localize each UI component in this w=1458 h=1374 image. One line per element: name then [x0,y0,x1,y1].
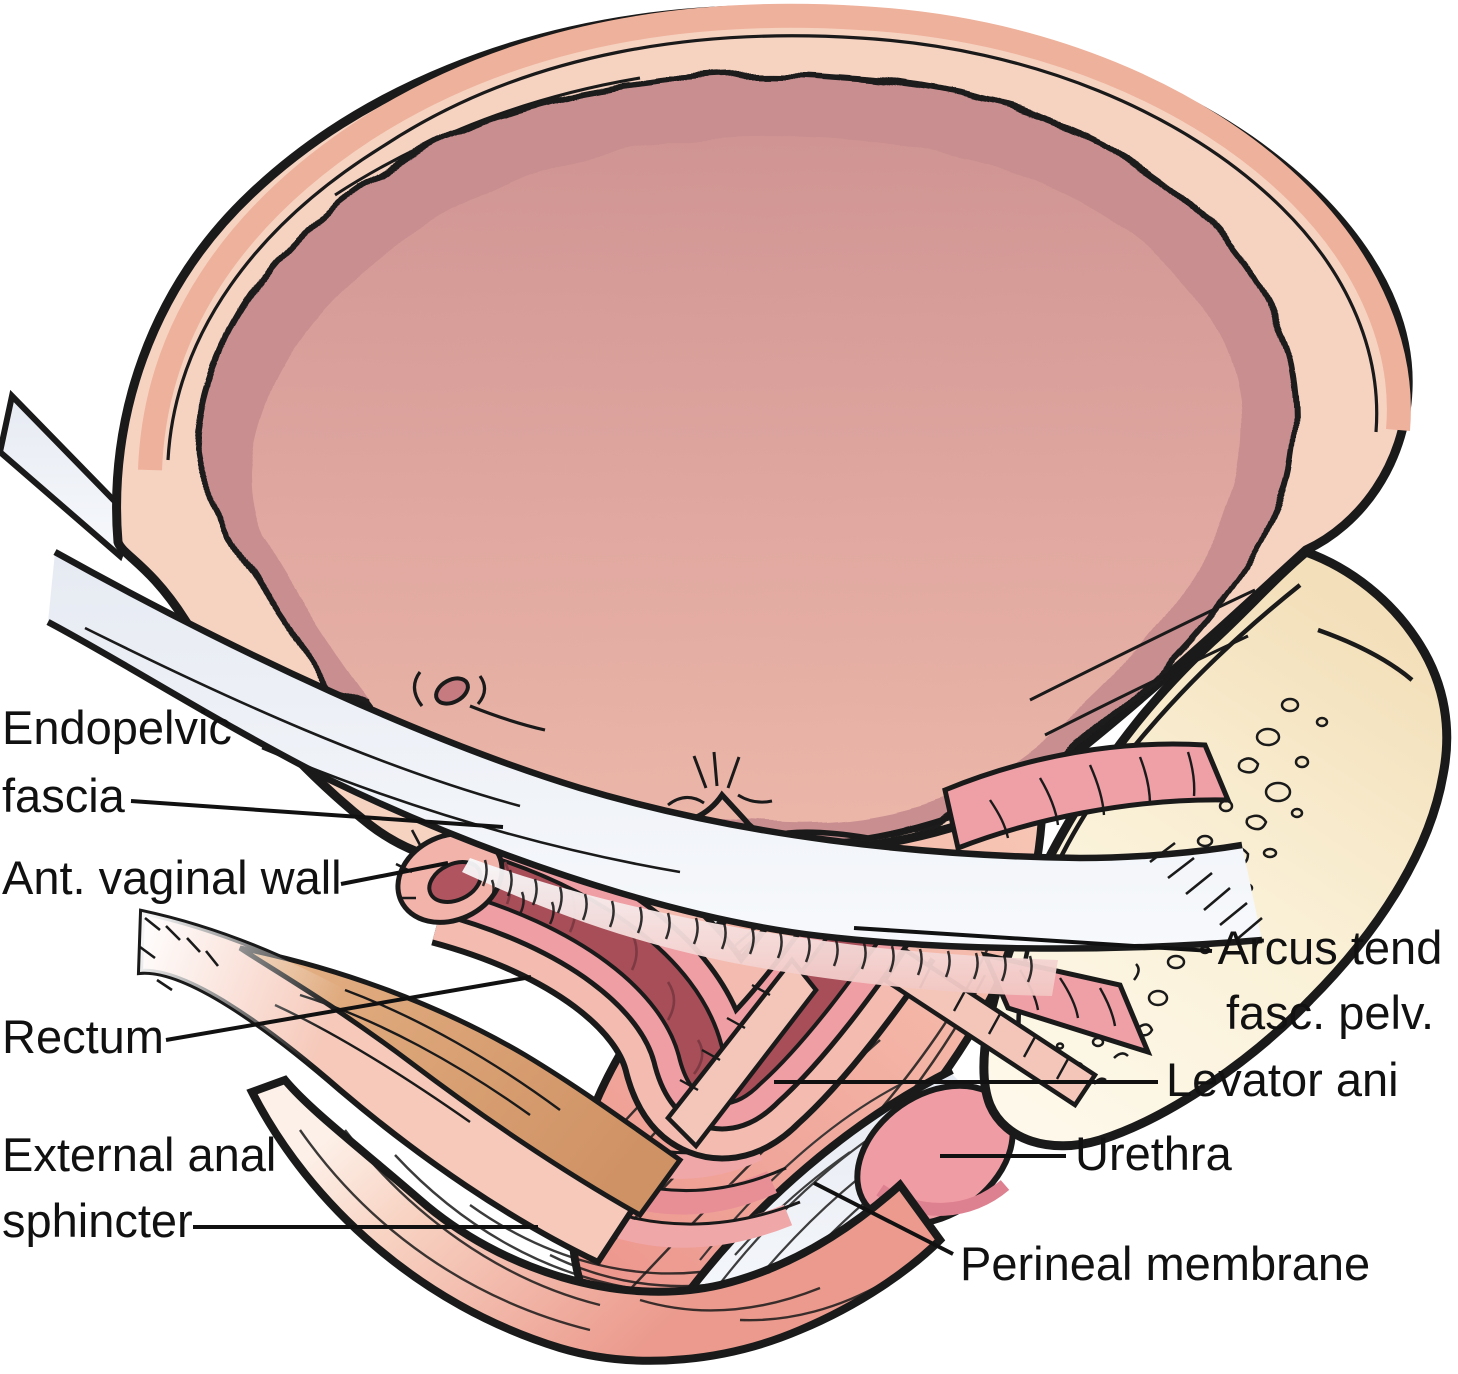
label-perineal-membrane: Perineal membrane [960,1231,1370,1297]
label-line: Urethra [1075,1127,1232,1180]
arcus-attachment-ticks [1149,841,1263,941]
bladder [112,3,1413,871]
label-line: Rectum [2,1010,164,1063]
label-line: External anal [2,1128,277,1181]
label-arcus-tend-fasc-pelv: Arcus tend fasc. pelv. [1212,915,1448,1045]
label-external-anal-sphincter: External anal sphincter [2,1122,276,1254]
endopelvic-fascia-band [46,549,1263,952]
label-line: fascia [2,769,125,822]
fascia-sling-upper-band [0,389,137,562]
flap-fold-ticks [139,916,220,992]
external-anal-sphincter-shape [246,1075,946,1365]
paravaginal-fascia-cuts [664,741,1232,1150]
label-line: Endopelvic [2,701,232,754]
label-line: Ant. vaginal wall [2,851,342,904]
label-urethra: Urethra [1075,1121,1232,1187]
label-rectum: Rectum [2,1004,164,1070]
fascia-over-vaginal-wall [462,858,1058,996]
leader-arcus-tend [853,926,1213,953]
leader-ant-vaginal-wall [340,861,449,886]
label-line: Levator ani [1166,1053,1399,1106]
ureteral-orifice [412,671,546,732]
leader-perineal-membrane [813,1181,954,1256]
label-line: Perineal membrane [960,1237,1371,1290]
label-line: Arcus tend [1217,921,1443,974]
label-line: fasc. pelv. [1225,986,1435,1039]
label-line: sphincter [2,1194,193,1247]
leader-lines [130,799,1213,1256]
leader-endopelvic-fascia [130,799,504,829]
label-ant-vaginal-wall: Ant. vaginal wall [2,845,342,911]
leader-rectum [165,975,532,1042]
rectum-shape [136,908,684,1266]
label-levator-ani: Levator ani [1166,1047,1399,1113]
label-endopelvic-fascia: Endopelvic fascia [2,694,232,830]
bladder-mucosa [192,72,1299,848]
